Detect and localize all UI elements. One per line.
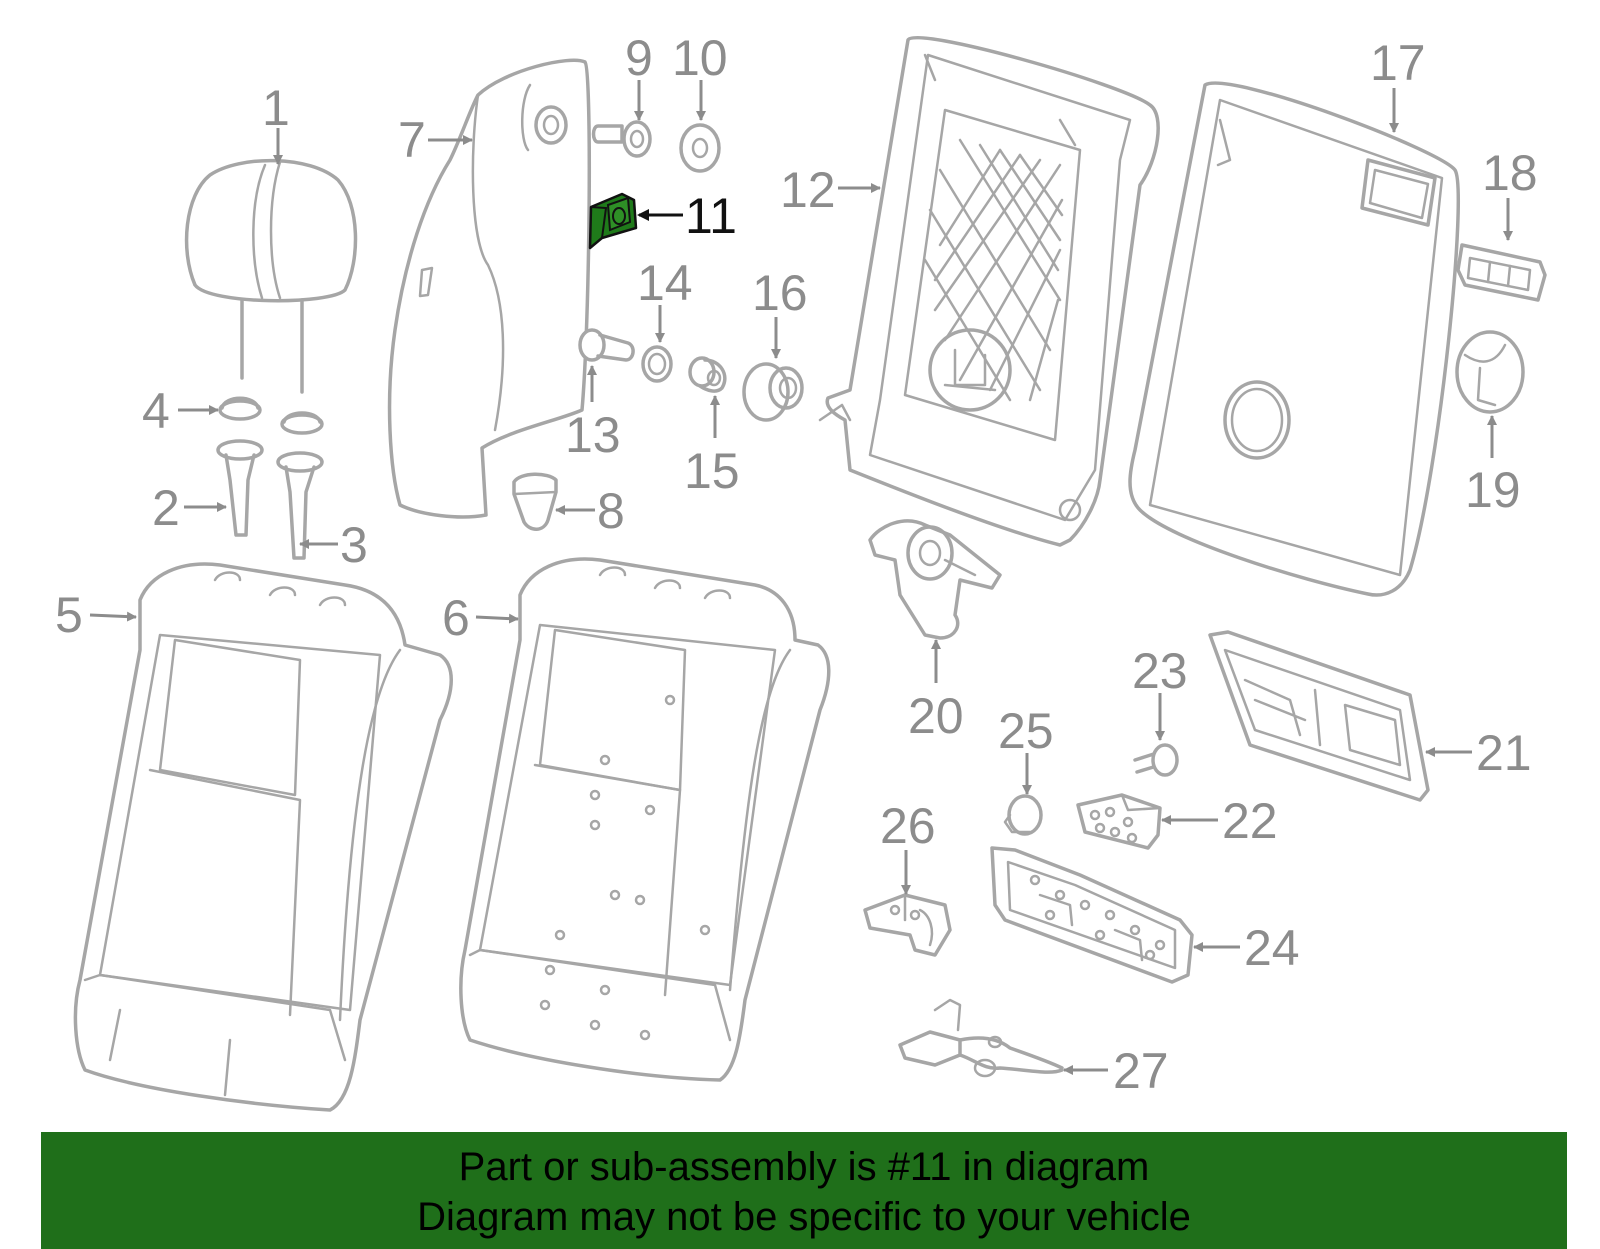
part-grommet-16: [742, 362, 804, 422]
part-cover-19: [1455, 330, 1525, 414]
part-trim-21: [1208, 630, 1430, 802]
part-plate-24: [990, 846, 1194, 984]
part-latch-bracket-26: [863, 893, 952, 957]
callout-4: 4: [142, 383, 170, 439]
part-seatback-frame: [818, 35, 1160, 547]
part-clip-8: [512, 472, 558, 531]
banner-line-part: Part or sub-assembly is #11 in diagram: [458, 1145, 1150, 1189]
callout-21: 21: [1476, 725, 1532, 781]
parts-diagram: 1 4 2 3 5 6 7 8 9 10 11 12 13: [55, 30, 1547, 1112]
callout-22: 22: [1222, 793, 1278, 849]
part-headrest-guides: [216, 439, 324, 560]
part-bolt-23: [1133, 743, 1179, 777]
part-seatback-frame-6: [459, 557, 831, 1082]
part-bracket-11-highlighted: [588, 192, 638, 250]
callout-24: 24: [1244, 920, 1300, 976]
callout-6: 6: [442, 590, 470, 646]
callout-26: 26: [880, 798, 936, 854]
info-banner: Part or sub-assembly is #11 in diagram D…: [41, 1132, 1567, 1249]
part-ring-14: [641, 345, 673, 383]
callout-20: 20: [908, 688, 964, 744]
part-side-bolster: [387, 58, 592, 519]
callout-15: 15: [684, 443, 740, 499]
callout-3: 3: [340, 517, 368, 573]
callout-25: 25: [998, 703, 1054, 759]
part-hinge-20: [868, 519, 1002, 640]
part-pin-13: [578, 328, 635, 362]
callout-13: 13: [565, 407, 621, 463]
part-nut-25: [1003, 794, 1043, 836]
callout-2: 2: [152, 480, 180, 536]
callout-27: 27: [1113, 1043, 1169, 1099]
part-bolt-9: [591, 120, 652, 158]
part-seatback-panel: [1128, 81, 1460, 597]
part-guide-caps: [218, 396, 324, 435]
callout-9: 9: [625, 30, 653, 86]
callout-14: 14: [637, 255, 693, 311]
part-cable-27: [898, 998, 1064, 1078]
callout-1: 1: [262, 80, 290, 136]
callout-19: 19: [1465, 462, 1521, 518]
callout-7: 7: [398, 112, 426, 168]
callout-16: 16: [752, 265, 808, 321]
callout-18: 18: [1482, 145, 1538, 201]
part-washer-10: [679, 123, 721, 173]
callouts: 1 4 2 3 5 6 7 8 9 10 11 12 13: [55, 30, 1538, 1099]
callout-11: 11: [685, 188, 737, 244]
part-bushing-15: [688, 356, 727, 393]
callout-10: 10: [672, 30, 728, 86]
callout-8: 8: [597, 483, 625, 539]
callout-12: 12: [780, 162, 836, 218]
part-seatback-cushion-5: [73, 562, 453, 1112]
callout-17: 17: [1370, 35, 1426, 91]
callout-23: 23: [1132, 643, 1188, 699]
callout-5: 5: [55, 587, 83, 643]
part-latch-18: [1456, 243, 1547, 302]
banner-line-disclaimer: Diagram may not be specific to your vehi…: [417, 1195, 1191, 1239]
part-bracket-22: [1076, 793, 1162, 850]
part-headrest: [184, 158, 358, 394]
